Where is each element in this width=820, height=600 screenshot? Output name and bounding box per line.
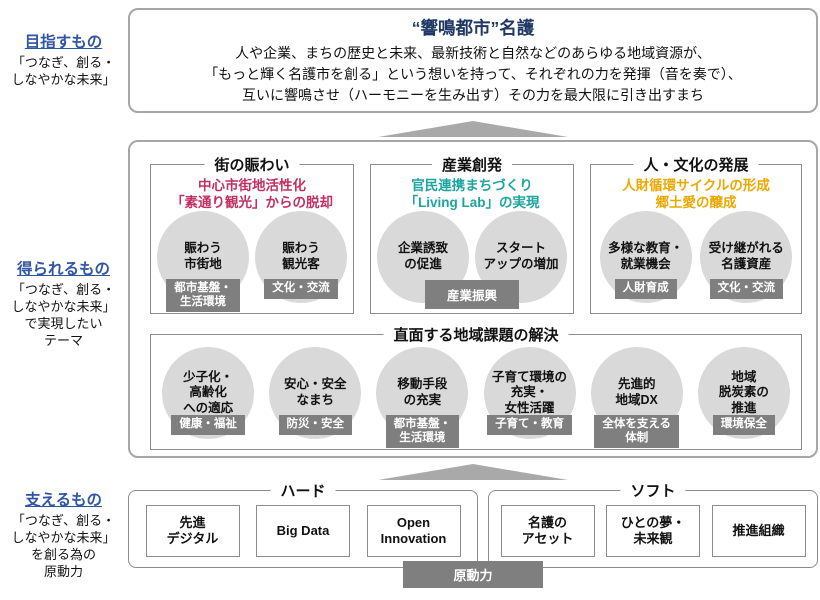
challenge-bubble: 子育て環境の 充実・ 女性活躍 子育て・教育 xyxy=(480,347,580,439)
theme-bubble: 賑わう 市街地 都市基盤・ 生活環境 xyxy=(157,211,249,313)
bubble-tag: 文化・交流 xyxy=(709,279,784,299)
side-label-support-title: 支えるもの xyxy=(24,492,103,509)
vision-line-1: 人や企業、まちの歴史と未来、最新技術と自然などのあらゆる地域資源が、 xyxy=(235,45,711,61)
vision-line-3: 互いに響鳴させ（ハーモニーを生み出す）その力を最大限に引き出すまち xyxy=(242,87,704,103)
bubble-tag: 文化・交流 xyxy=(264,279,338,299)
side-label-goal-subtitle: 「つなぎ、創る・ しなやかな未来」 xyxy=(11,55,116,88)
theme-bubble: 賑わう 観光客 文化・交流 xyxy=(255,211,347,303)
driving-force-badge: 原動力 xyxy=(403,561,543,588)
foundation-item: 名護の アセット xyxy=(500,505,595,557)
up-arrow-icon xyxy=(378,121,568,137)
theme-bubble: 受け継がれる 名護資産 文化・交流 xyxy=(700,211,793,303)
theme-box-industry-creation: 産業創発 官民連携まちづくり 「Living Lab」の実現 企業誘致 の促進 … xyxy=(370,154,574,314)
foundation-item: Open Innovation xyxy=(366,505,461,557)
challenges-box: 直面する地域課題の解決 少子化・ 高齢化 への適応 健康・福祉 安心・安全 なま… xyxy=(150,324,802,450)
theme-subheader: 官民連携まちづくり 「Living Lab」の実現 xyxy=(404,178,540,210)
bubble-circle: スタート アップの増加 xyxy=(475,211,567,303)
theme-header: 街の賑わい xyxy=(204,154,300,175)
bubble-tag: 産業振興 xyxy=(424,280,520,309)
foundation-soft-header: ソフト xyxy=(620,480,686,501)
bubble-tag: 全体を支える 体制 xyxy=(594,415,680,449)
foundation-item: ひとの夢・ 未来観 xyxy=(606,505,700,557)
foundation-soft-box: ソフト 名護の アセット ひとの夢・ 未来観 推進組織 xyxy=(488,480,818,568)
themes-container: 街の賑わい 中心市街地活性化 「素通り観光」からの脱却 賑わう 市街地 都市基盤… xyxy=(128,140,818,458)
challenge-bubble: 地域 脱炭素の 推進 環境保全 xyxy=(694,347,794,439)
theme-bubble: 多様な教育・ 就業機会 人財育成 xyxy=(599,211,692,303)
theme-box-town-vitality: 街の賑わい 中心市街地活性化 「素通り観光」からの脱却 賑わう 市街地 都市基盤… xyxy=(150,154,354,314)
challenge-bubble: 少子化・ 高齢化 への適応 健康・福祉 xyxy=(158,347,258,439)
bubble-tag: 環境保全 xyxy=(712,415,775,435)
foundation-hard-box: ハード 先進 デジタル Big Data Open Innovation xyxy=(128,480,478,568)
theme-header: 産業創発 xyxy=(431,154,513,175)
theme-box-people-culture: 人・文化の発展 人財循環サイクルの形成 郷土愛の醸成 多様な教育・ 就業機会 人… xyxy=(590,154,802,314)
bubble-tag: 人財育成 xyxy=(614,279,677,299)
challenges-header: 直面する地域課題の解決 xyxy=(383,324,569,345)
bubble-tag: 子育て・教育 xyxy=(487,415,573,435)
foundation-item: 先進 デジタル xyxy=(145,505,240,557)
theme-bubble: スタート アップの増加 xyxy=(475,211,567,303)
vision-title: “響鳴都市”名護 xyxy=(411,18,535,38)
side-label-gains-subtitle: 「つなぎ、創る・ しなやかな未来」 で実現したい テーマ xyxy=(11,282,116,349)
foundation-item: 推進組織 xyxy=(711,505,806,557)
side-label-goal: 目指すもの 「つなぎ、創る・ しなやかな未来」 xyxy=(0,30,127,88)
theme-subheader: 中心市街地活性化 「素通り観光」からの脱却 xyxy=(171,178,333,210)
diagram-main: “響鳴都市”名護 人や企業、まちの歴史と未来、最新技術と自然などのあらゆる地域資… xyxy=(128,0,818,600)
side-label-gains-title: 得られるもの xyxy=(16,261,110,278)
bubble-tag: 防災・安全 xyxy=(278,415,353,435)
challenge-bubble: 安心・安全 なまち 防災・安全 xyxy=(265,347,365,439)
side-label-support: 支えるもの 「つなぎ、創る・ しなやかな未来」 を創る為の 原動力 xyxy=(0,488,127,581)
theme-header: 人・文化の発展 xyxy=(633,154,759,175)
bubble-tag: 都市基盤・ 生活環境 xyxy=(385,415,460,449)
foundation-hard-header: ハード xyxy=(270,480,336,501)
side-label-goal-title: 目指すもの xyxy=(24,34,103,51)
side-label-gains: 得られるもの 「つなぎ、創る・ しなやかな未来」 で実現したい テーマ xyxy=(0,257,127,350)
vision-box: “響鳴都市”名護 人や企業、まちの歴史と未来、最新技術と自然などのあらゆる地域資… xyxy=(128,8,818,113)
challenge-bubble: 先進的 地域DX 全体を支える 体制 xyxy=(587,347,687,449)
bubble-tag: 都市基盤・ 生活環境 xyxy=(166,279,240,313)
foundation-item: Big Data xyxy=(256,505,350,557)
up-arrow-icon xyxy=(378,464,568,480)
theme-subheader: 人財循環サイクルの形成 郷土愛の醸成 xyxy=(622,178,770,210)
bubble-tag: 健康・福祉 xyxy=(171,415,245,435)
side-label-support-subtitle: 「つなぎ、創る・ しなやかな未来」 を創る為の 原動力 xyxy=(11,513,116,580)
vision-line-2: 「もっと輝く名護市を創る」という想いを持って、それぞれの力を発揮（音を奏で）、 xyxy=(204,66,742,82)
challenge-bubble: 移動手段 の充実 都市基盤・ 生活環境 xyxy=(372,347,472,449)
